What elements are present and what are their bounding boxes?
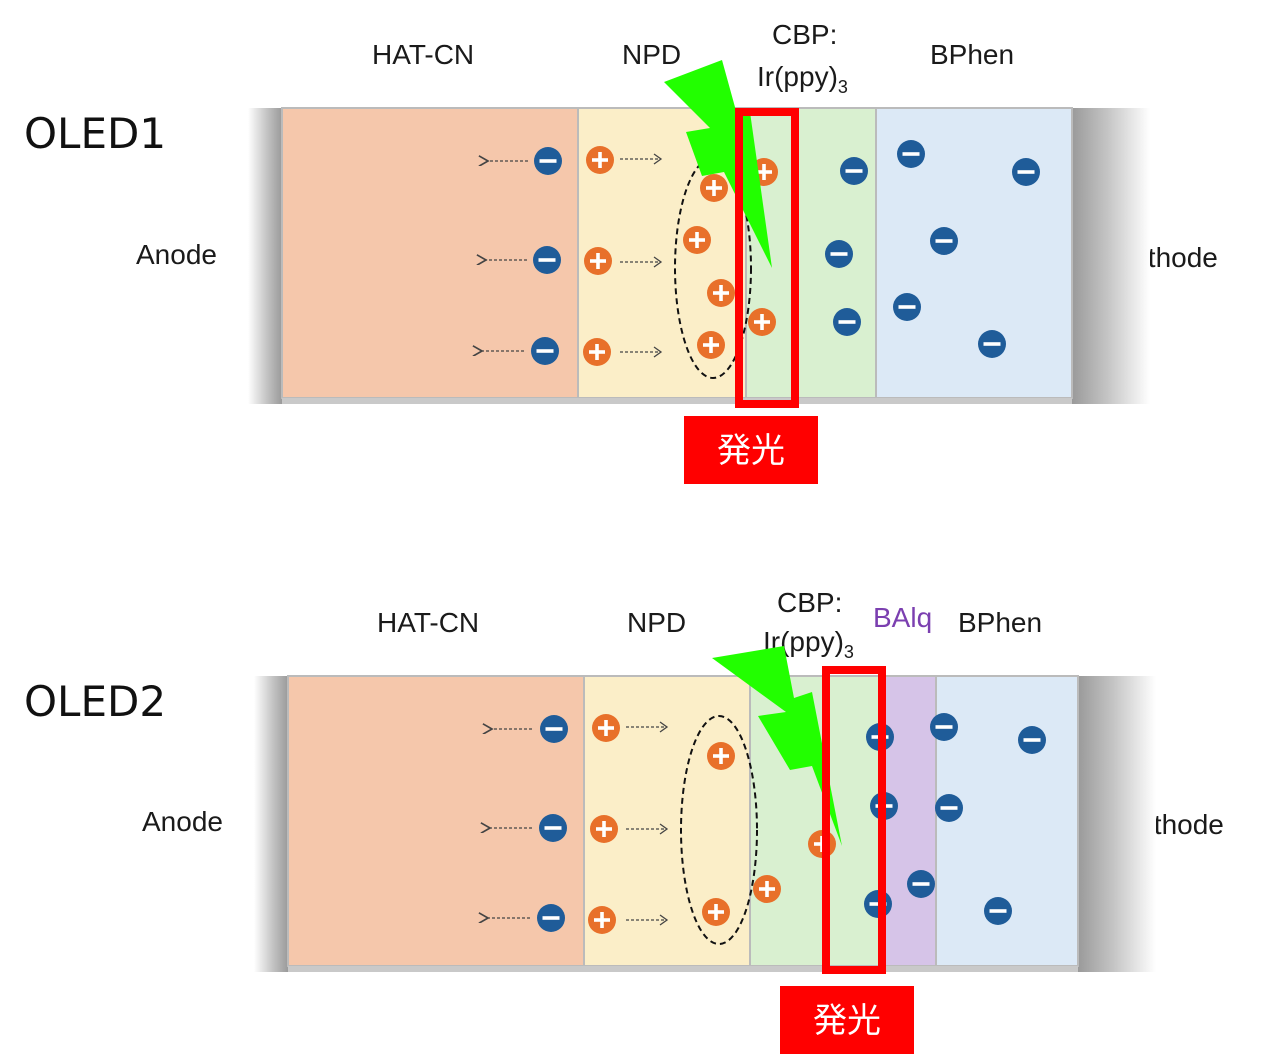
oled1-hole: [707, 279, 735, 307]
oled1-anode-label: Anode: [136, 239, 217, 270]
oled2-hole: [590, 815, 618, 843]
oled2-hole: [702, 898, 730, 926]
oled1-irppy-subscript: 3: [838, 77, 848, 97]
oled2-hole: [753, 875, 781, 903]
oled2-balq-layer: [883, 675, 937, 967]
oled2-electron: [537, 904, 565, 932]
oled1-electron: [978, 330, 1006, 358]
oled1-hole: [697, 331, 725, 359]
oled2-electron: [1018, 726, 1046, 754]
oled2-hatcn-label: HAT-CN: [377, 607, 479, 638]
oled1-electron: [840, 157, 868, 185]
oled2-cathode-electrode: [1078, 676, 1156, 972]
oled2-emission-zone-box: [822, 666, 886, 974]
oled1-electron: [833, 308, 861, 336]
oled1-electron: [533, 246, 561, 274]
oled2-electron: [984, 897, 1012, 925]
oled1-npd-label: NPD: [622, 39, 681, 70]
oled2-emission-label: 発光: [813, 1001, 881, 1041]
oled2-hole: [588, 906, 616, 934]
oled2-irppy-subscript: 3: [844, 642, 854, 662]
oled2-electron: [935, 794, 963, 822]
lightning-bolt-icon: [712, 646, 842, 846]
oled1-cathode-electrode: [1072, 108, 1150, 404]
oled2-balq-label: BAlq: [873, 602, 932, 633]
oled1-hole: [583, 338, 611, 366]
oled2-recombination-ellipse: [680, 715, 758, 945]
oled1-hatcn-label: HAT-CN: [372, 39, 474, 70]
oled1-hatcn-layer: [281, 107, 579, 399]
oled2-hatcn-layer: [287, 675, 585, 967]
oled1-title: OLED1: [24, 109, 166, 158]
oled1-recombination-ellipse: [674, 157, 752, 379]
oled1-hole: [683, 226, 711, 254]
oled2-device: OLED2 Anode Cathode HAT-CN NPD CBP: Ir(p…: [24, 587, 1224, 1054]
oled1-bphen-label: BPhen: [930, 39, 1014, 70]
oled1-emission-label-box: [684, 416, 818, 484]
oled2-electron: [539, 814, 567, 842]
oled2-anode-electrode: [254, 676, 288, 972]
oled2-cbp-label: CBP:: [777, 587, 842, 618]
oled2-injection-arrows: [488, 721, 669, 926]
oled2-bottom-shadow: [288, 966, 1078, 972]
oled2-electron: [907, 870, 935, 898]
oled1-electron: [1012, 158, 1040, 186]
oled2-emission-label-box: [780, 986, 914, 1054]
oled1-hole: [748, 308, 776, 336]
oled1-hole: [586, 146, 614, 174]
oled1-cbp-label: CBP:: [772, 19, 837, 50]
oled2-hole: [707, 742, 735, 770]
oled1-electron: [897, 140, 925, 168]
oled2-electron: [930, 713, 958, 741]
oled1-device: OLED1 Anode Cathode HAT-CN NPD CBP: Ir(p…: [24, 19, 1218, 484]
oled2-bphen-layer: [935, 675, 1079, 967]
oled1-hole: [700, 174, 728, 202]
oled1-emission-zone-box: [735, 108, 799, 408]
lightning-bolt-icon: [664, 60, 772, 268]
oled2-npd-label: NPD: [627, 607, 686, 638]
oled1-electron: [531, 337, 559, 365]
oled1-bottom-shadow: [282, 398, 1072, 404]
oled1-electron: [534, 147, 562, 175]
oled2-anode-label: Anode: [142, 806, 223, 837]
oled1-electron: [893, 293, 921, 321]
oled1-injection-arrows: [482, 153, 663, 358]
oled1-electron: [930, 227, 958, 255]
oled2-bphen-label: BPhen: [958, 607, 1042, 638]
oled2-title: OLED2: [24, 677, 166, 726]
oled2-hole: [592, 714, 620, 742]
oled1-irppy-label: Ir(ppy)3: [757, 61, 848, 97]
oled2-electron: [540, 715, 568, 743]
oled1-irppy-text: Ir(ppy): [757, 61, 838, 92]
oled1-electron: [825, 240, 853, 268]
oled1-emission-label: 発光: [717, 431, 785, 471]
oled1-anode-electrode: [248, 108, 282, 404]
oled1-hole: [584, 247, 612, 275]
